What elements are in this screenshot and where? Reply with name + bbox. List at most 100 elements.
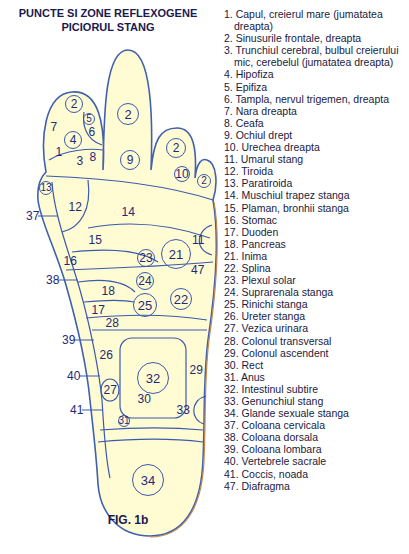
key-entry: 31. Anus	[224, 371, 408, 383]
zone-circle: 34	[132, 464, 164, 496]
key-entry: 28. Colonul transversal	[224, 335, 408, 347]
zone-number: 10	[175, 168, 188, 180]
callout-number: 41	[70, 404, 83, 416]
key-entry: 29. Colonul ascendent	[224, 347, 408, 359]
key-entry: 39. Coloana lombara	[224, 443, 408, 455]
key-entry: 32. Intestinul subtire	[224, 383, 408, 395]
key-entry: 34. Glande sexuale stanga	[224, 407, 408, 419]
key-entry: 14. Muschiul trapez stanga	[224, 189, 408, 201]
zone-region: 17	[92, 304, 105, 316]
zone-circle: 2	[197, 174, 211, 188]
zone-number: 24	[138, 275, 151, 287]
key-entry: 33. Genunchiul stang	[224, 395, 408, 407]
callout-number: 38	[46, 274, 59, 286]
key-entry: 2. Sinusurile frontale, dreapta	[224, 32, 408, 44]
zone-region: 1	[56, 146, 63, 158]
zone-line	[194, 396, 206, 424]
key-entry: 18. Pancreas	[224, 238, 408, 250]
foot-outline	[38, 50, 216, 536]
zone-number: 2	[201, 176, 207, 186]
key-entry: 40. Vertebrele sacrale	[224, 455, 408, 467]
zone-number: 33	[177, 404, 190, 416]
zone-circle: 22	[170, 288, 192, 310]
key-entry: 3. Trunchiul cerebral, bulbul creierului…	[224, 44, 408, 68]
zone-line	[88, 224, 210, 238]
key-entry: 26. Ureter stanga	[224, 310, 408, 322]
key-entry: 47. Diafragma	[224, 480, 408, 492]
key-entry: 16. Stomac	[224, 214, 408, 226]
zone-region: 28	[106, 317, 119, 329]
zone-number: 27	[104, 384, 117, 396]
zone-region: 15	[89, 234, 102, 246]
zone-circle: 10	[174, 166, 190, 182]
outer-edge	[150, 202, 217, 537]
callout-number: 47	[191, 264, 204, 276]
zone-number: 15	[89, 234, 102, 246]
zone-number: 5	[86, 114, 92, 124]
zone-number: 32	[146, 372, 160, 385]
zone-line	[100, 428, 203, 430]
zone-circle: 2	[166, 138, 186, 158]
zone-circle: 23	[137, 249, 155, 267]
zone-number: 4	[70, 134, 77, 146]
zone-circle: 31	[118, 415, 130, 427]
zone-number: 2	[71, 98, 78, 110]
key-entry: 27. Vezica urinara	[224, 322, 408, 334]
key-entry: 25. Rinichi stanga	[224, 298, 408, 310]
key-entry: 23. Plexul solar	[224, 274, 408, 286]
key-entry: 17. Duoden	[224, 226, 408, 238]
key-entry: 4. Hipofiza	[224, 68, 408, 80]
zone-lines	[38, 112, 213, 478]
zone-circle: 24	[136, 272, 154, 290]
zone-number: 23	[139, 252, 152, 264]
zone-number: 13	[40, 183, 51, 193]
zone-region: 33	[177, 404, 190, 416]
callout-number: 40	[67, 370, 80, 382]
zone-number: 7	[51, 121, 58, 133]
zone-number: 9	[127, 154, 134, 166]
zone-region: 26	[100, 349, 113, 361]
zone-number: 25	[138, 299, 152, 312]
key-entry: 11. Umarul stang	[224, 153, 408, 165]
zone-region: 16	[64, 255, 77, 267]
zone-region: 6	[89, 126, 96, 138]
key-entry: 30. Rect	[224, 359, 408, 371]
zone-circle: 9	[120, 150, 140, 170]
zone-region: 14	[122, 206, 135, 218]
key-entry: 21. Inima	[224, 250, 408, 262]
key-entry: 22. Splina	[224, 262, 408, 274]
key-entry: 13. Paratiroida	[224, 177, 408, 189]
zone-region: 12	[69, 201, 82, 213]
zone-number: 12	[69, 201, 82, 213]
zone-circle: 25	[133, 293, 157, 317]
zone-number: 3	[77, 155, 84, 167]
zone-number: 14	[122, 206, 135, 218]
zone-number: 31	[118, 416, 129, 426]
zone-line	[62, 180, 89, 232]
zone-number: 2	[173, 142, 180, 154]
zone-region: 3	[77, 155, 84, 167]
key-entry: 9. Ochiul drept	[224, 129, 408, 141]
zone-region: 11	[192, 234, 204, 246]
zone-number: 6	[89, 126, 96, 138]
key-entry: 24. Suprarenala stanga	[224, 286, 408, 298]
zone-circle: 5	[83, 113, 95, 125]
zone-circle: 32	[137, 362, 169, 394]
zone-circle: 13	[39, 181, 53, 195]
zone-number: 1	[56, 146, 63, 158]
figure-caption: FIG. 1b	[92, 513, 164, 527]
key-entry: 8. Ceafa	[224, 117, 408, 129]
zone-region: 7	[51, 121, 58, 133]
zone-number: 29	[190, 364, 203, 376]
zone-line	[98, 439, 203, 442]
key-entry: 41. Coccis, noada	[224, 468, 408, 480]
zone-number: 34	[141, 474, 155, 487]
zone-region: 8	[90, 151, 97, 163]
zone-circle: 4	[64, 131, 82, 149]
zone-circle: 2	[117, 103, 139, 125]
zone-circle: 2	[65, 95, 83, 113]
zone-line	[120, 338, 186, 418]
key-entry: 37. Coloana cervicala	[224, 419, 408, 431]
zone-number: 30	[138, 393, 151, 405]
